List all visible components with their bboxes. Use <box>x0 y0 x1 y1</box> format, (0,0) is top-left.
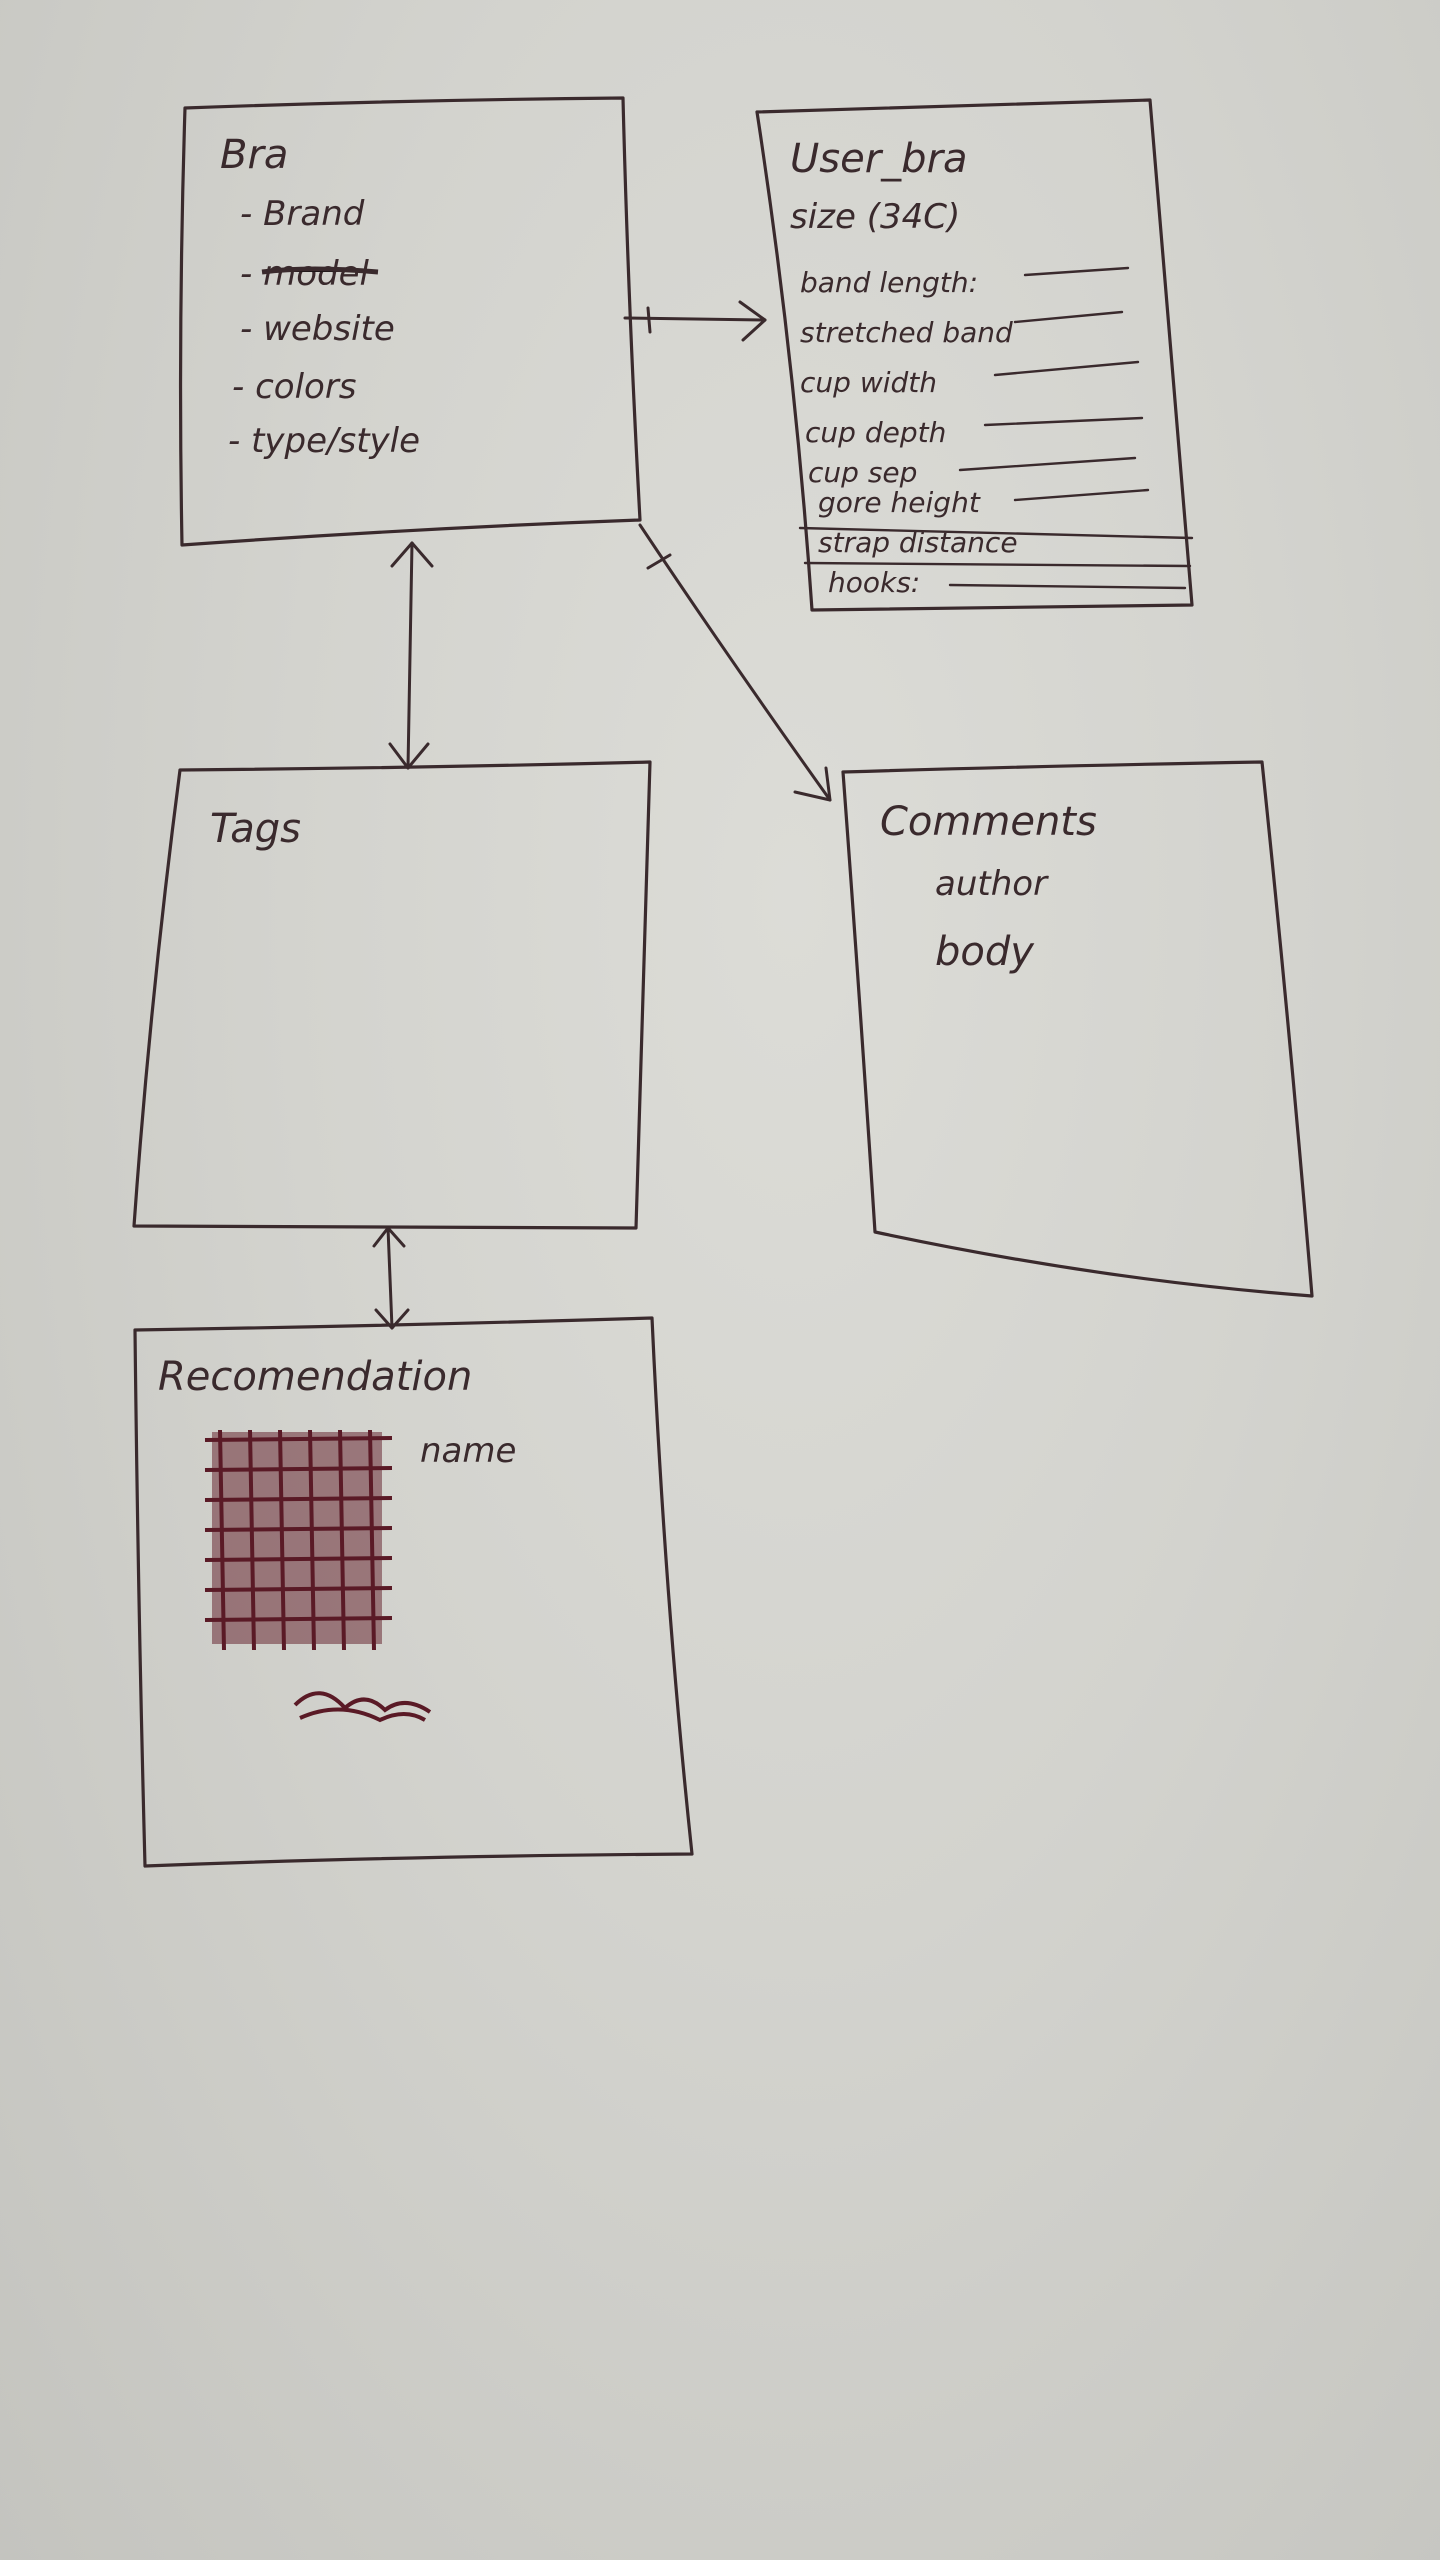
field-cup-sep: cup sep <box>808 456 917 489</box>
field-line-hooks <box>948 583 1187 590</box>
user-bra-title: User_bra <box>790 136 968 182</box>
comments-entity: Comments author body <box>841 760 1314 1298</box>
connector-tags-recommendation <box>372 1226 410 1330</box>
tags-entity: Tags <box>132 760 652 1230</box>
scribble-hatch <box>204 1429 393 1651</box>
bra-item-colors: - colors <box>232 367 357 407</box>
recommendation-title: Recomendation <box>158 1354 472 1400</box>
field-line-cup-depth <box>983 416 1144 427</box>
recommendation-entity: Recomendation name <box>133 1316 694 1868</box>
field-hooks: hooks: <box>828 566 920 599</box>
bra-entity: Bra - Brand - model - website - colors -… <box>178 96 642 547</box>
bra-item-website: - website <box>240 309 395 349</box>
recommendation-box-outline <box>133 1316 694 1868</box>
field-gore-height: gore height <box>818 486 981 519</box>
user-bra-entity: User_bra size (34C) band length: stretch… <box>755 98 1194 612</box>
scribble-small <box>293 1691 432 1723</box>
bra-item-brand: - Brand <box>240 194 365 234</box>
field-line-band-length <box>1023 266 1130 277</box>
tags-box-outline <box>132 760 652 1230</box>
bra-item-type-style: - type/style <box>228 421 420 461</box>
connector-bra-comments <box>638 523 832 802</box>
field-cup-depth: cup depth <box>805 416 946 449</box>
bra-title: Bra <box>220 132 288 178</box>
field-line-strap-distance <box>798 526 1194 540</box>
field-band-length: band length: <box>800 266 978 299</box>
comments-box-outline <box>841 760 1314 1298</box>
field-line-cup-width <box>993 360 1140 377</box>
connector-bra-tags <box>388 541 434 770</box>
field-line-stretched-band <box>1013 310 1124 324</box>
recommendation-field-name: name <box>420 1431 516 1471</box>
comments-field-body: body <box>935 929 1035 975</box>
connector-bra-user-bra <box>623 300 767 342</box>
field-line-gore-height <box>1013 488 1150 502</box>
bra-box-outline <box>178 96 642 547</box>
field-cup-width: cup width <box>800 366 937 399</box>
bra-item-model: - model <box>240 254 369 294</box>
field-line-cup-sep <box>958 456 1137 472</box>
tags-title: Tags <box>210 806 301 852</box>
comments-field-author: author <box>935 864 1049 904</box>
field-line-strap-distance-lower <box>803 561 1192 568</box>
comments-title: Comments <box>880 799 1097 845</box>
field-stretched-band: stretched band <box>800 316 1013 349</box>
user-bra-box-outline <box>755 98 1194 612</box>
user-bra-size: size (34C) <box>790 197 960 237</box>
strikethrough-mark <box>261 266 379 275</box>
